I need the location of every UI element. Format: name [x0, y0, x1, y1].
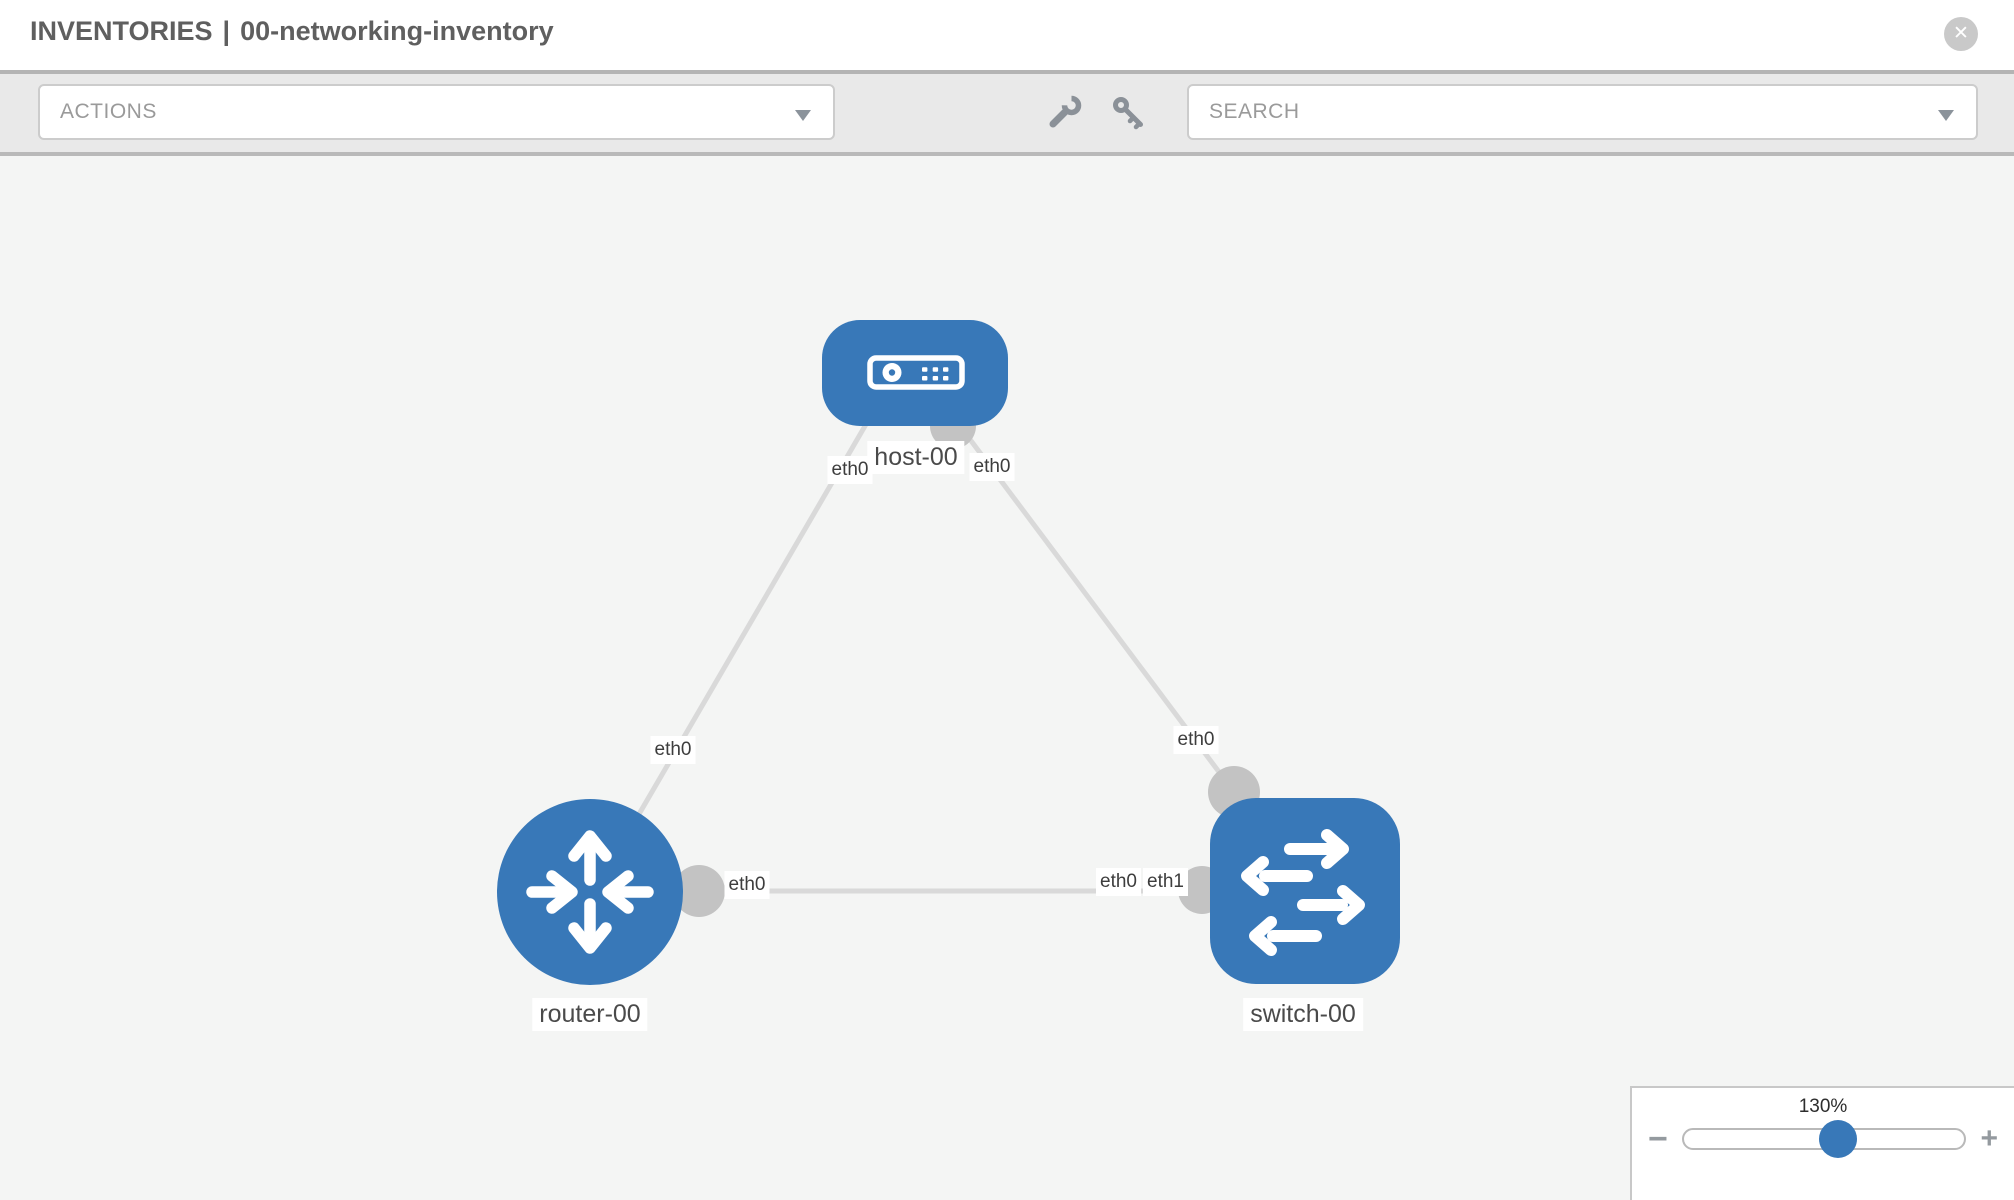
zoom-panel: 130% − +: [1630, 1086, 2014, 1200]
chevron-down-icon: [1938, 110, 1954, 121]
interface-label: eth0: [827, 456, 873, 484]
interface-label: eth0: [650, 736, 696, 764]
zoom-out-button[interactable]: −: [1648, 1120, 1668, 1158]
zoom-slider-thumb[interactable]: [1818, 1120, 1857, 1158]
breadcrumb-item: 00-networking-inventory: [240, 16, 554, 46]
search-dropdown[interactable]: SEARCH: [1187, 84, 1978, 140]
breadcrumb-separator: |: [222, 16, 231, 46]
actions-dropdown-label: ACTIONS: [60, 100, 157, 123]
node-router-00[interactable]: [497, 799, 683, 985]
router-icon: [526, 830, 654, 954]
interface-label: eth0: [969, 453, 1015, 481]
header-divider: [0, 70, 2014, 74]
topology-canvas[interactable]: host-00 eth0 eth0 eth0 eth0 eth0 eth0 et…: [0, 156, 2014, 1200]
configure-button[interactable]: [1047, 94, 1083, 130]
interface-label: eth1: [1143, 868, 1188, 896]
zoom-in-button[interactable]: +: [1980, 1122, 1998, 1155]
search-dropdown-label: SEARCH: [1209, 100, 1300, 123]
breadcrumb-section: INVENTORIES: [30, 16, 213, 46]
toolbar: ACTIONS SEARCH: [0, 74, 2014, 156]
node-label-switch: switch-00: [1243, 998, 1363, 1031]
port-router-eth0: [673, 865, 725, 917]
link-host-router: [593, 412, 875, 890]
page-title: INVENTORIES | 00-networking-inventory: [30, 16, 554, 47]
interface-label: eth0: [724, 871, 770, 899]
host-icon: [867, 355, 965, 390]
zoom-slider-track[interactable]: [1681, 1120, 1967, 1158]
node-label-router: router-00: [532, 998, 648, 1031]
node-label-host: host-00: [867, 441, 965, 474]
interface-label: eth0: [1173, 726, 1219, 754]
credentials-button[interactable]: [1110, 94, 1146, 130]
key-icon: [1113, 97, 1143, 130]
close-icon[interactable]: ✕: [1944, 17, 1978, 51]
switch-icon: [1241, 829, 1365, 956]
page-header: INVENTORIES | 00-networking-inventory ✕: [0, 0, 2014, 70]
actions-dropdown[interactable]: ACTIONS: [38, 84, 835, 140]
chevron-down-icon: [795, 110, 811, 121]
node-host-00[interactable]: [822, 320, 1008, 426]
topology-links-svg: [590, 403, 1260, 917]
zoom-level-value: 130%: [1798, 1096, 1848, 1117]
interface-label: eth0: [1096, 868, 1141, 896]
wrench-icon: [1049, 95, 1082, 128]
node-switch-00[interactable]: [1210, 798, 1400, 984]
